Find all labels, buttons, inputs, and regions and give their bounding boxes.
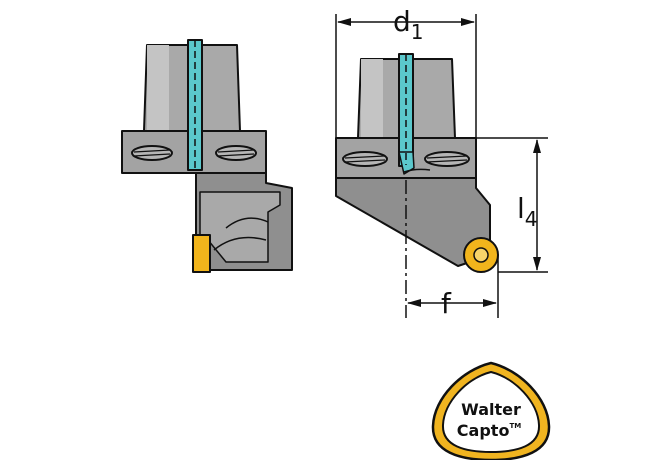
left-screw-left — [131, 145, 173, 161]
left-view — [121, 39, 293, 273]
left-insert — [192, 234, 211, 273]
dimension-d1-label: d1 — [393, 5, 424, 44]
right-screw-left — [342, 151, 388, 167]
logo-inner-plate — [441, 370, 541, 454]
left-screw-right — [215, 145, 257, 161]
left-shank-shade — [147, 45, 169, 131]
logo-text-walter: Walter — [461, 400, 521, 419]
logo-text-capto: CaptoTM — [457, 421, 521, 440]
dimension-lines — [335, 14, 548, 318]
dimension-f-label: f — [441, 287, 452, 320]
dimension-l4-label: l4 — [517, 192, 538, 231]
right-shank-shade — [361, 59, 383, 138]
right-outlet-curve — [403, 168, 431, 173]
right-screw-right — [424, 151, 470, 167]
right-coolant-outlet — [398, 151, 415, 175]
right-view — [335, 53, 499, 273]
left-clamp-curve — [225, 217, 269, 229]
left-clamp-curve-2 — [213, 236, 267, 251]
right-insert-screw — [473, 247, 489, 263]
walter-capto-logo: Walter CaptoTM — [431, 361, 551, 460]
